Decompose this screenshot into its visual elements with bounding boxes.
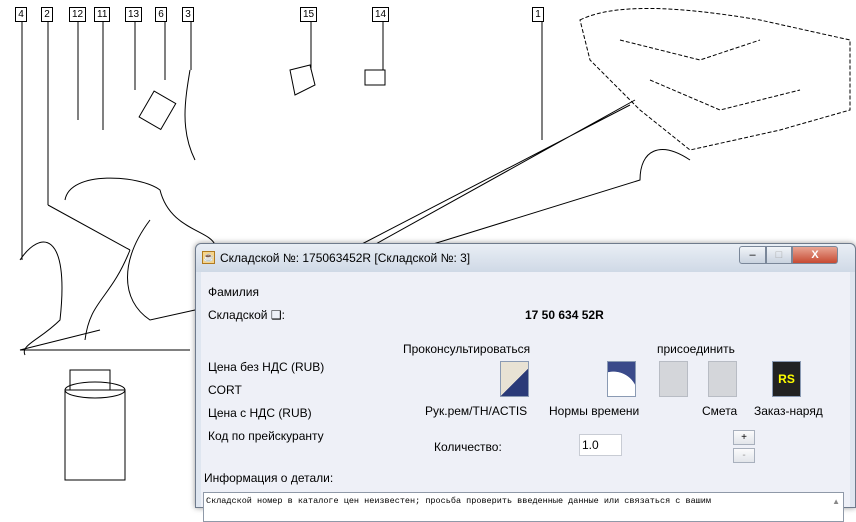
- work-order-label[interactable]: Заказ-наряд: [754, 404, 823, 418]
- attach-label: присоединить: [657, 342, 735, 356]
- family-label: Фамилия: [208, 285, 259, 299]
- close-button[interactable]: X: [792, 246, 838, 264]
- clock-icon[interactable]: [607, 361, 636, 397]
- decrement-button[interactable]: -: [733, 448, 755, 463]
- callout-1: 1: [532, 7, 544, 22]
- part-info-dialog: ☕ Складской №: 175063452R [Складской №: …: [195, 243, 856, 522]
- window-title: Складской №: 175063452R [Складской №: 3]: [220, 251, 471, 265]
- quantity-label: Количество:: [434, 440, 502, 454]
- price-code-label: Код по прейскуранту: [208, 429, 324, 443]
- minimize-button[interactable]: –: [739, 246, 766, 264]
- maximize-button[interactable]: □: [766, 246, 792, 264]
- consult-label: Проконсультироваться: [403, 342, 531, 356]
- callout-15: 15: [300, 7, 318, 22]
- scroll-up-icon[interactable]: ▲: [832, 497, 840, 506]
- cort-label: CORT: [208, 383, 242, 397]
- estimate-icon[interactable]: [708, 361, 737, 397]
- time-norms-label[interactable]: Нормы времени: [549, 404, 640, 418]
- manual-label[interactable]: Рук.рем/TH/ACTIS: [425, 404, 528, 418]
- java-app-icon: ☕: [202, 251, 215, 264]
- part-number-label: Складской ❑:: [208, 308, 285, 322]
- parts-diagram: [19, 7, 851, 481]
- estimate-label[interactable]: Смета: [702, 404, 738, 418]
- info-label: Информация о детали:: [204, 471, 334, 485]
- part-number-value: 17 50 634 52R: [525, 308, 604, 322]
- callout-11: 11: [94, 7, 111, 22]
- work-order-icon[interactable]: RS: [772, 361, 801, 397]
- title-bar[interactable]: ☕ Складской №: 175063452R [Складской №: …: [196, 244, 855, 272]
- callout-12: 12: [69, 7, 87, 22]
- callout-13: 13: [125, 7, 143, 22]
- info-textarea[interactable]: Складской номер в каталоге цен неизвесте…: [203, 492, 844, 522]
- dialog-body: Фамилия Складской ❑: 17 50 634 52R Проко…: [201, 272, 850, 522]
- callout-4: 4: [15, 7, 27, 22]
- price-no-vat-label: Цена без НДС (RUB): [208, 360, 325, 374]
- manual-wrench-icon[interactable]: [500, 361, 529, 397]
- callout-2: 2: [41, 7, 53, 22]
- callout-14: 14: [372, 7, 390, 22]
- callout-6: 6: [155, 7, 167, 22]
- increment-button[interactable]: +: [733, 430, 755, 445]
- callout-3: 3: [182, 7, 194, 22]
- price-vat-label: Цена с НДС (RUB): [208, 406, 312, 420]
- quantity-input[interactable]: 1.0: [579, 434, 622, 456]
- attach-icon[interactable]: [659, 361, 688, 397]
